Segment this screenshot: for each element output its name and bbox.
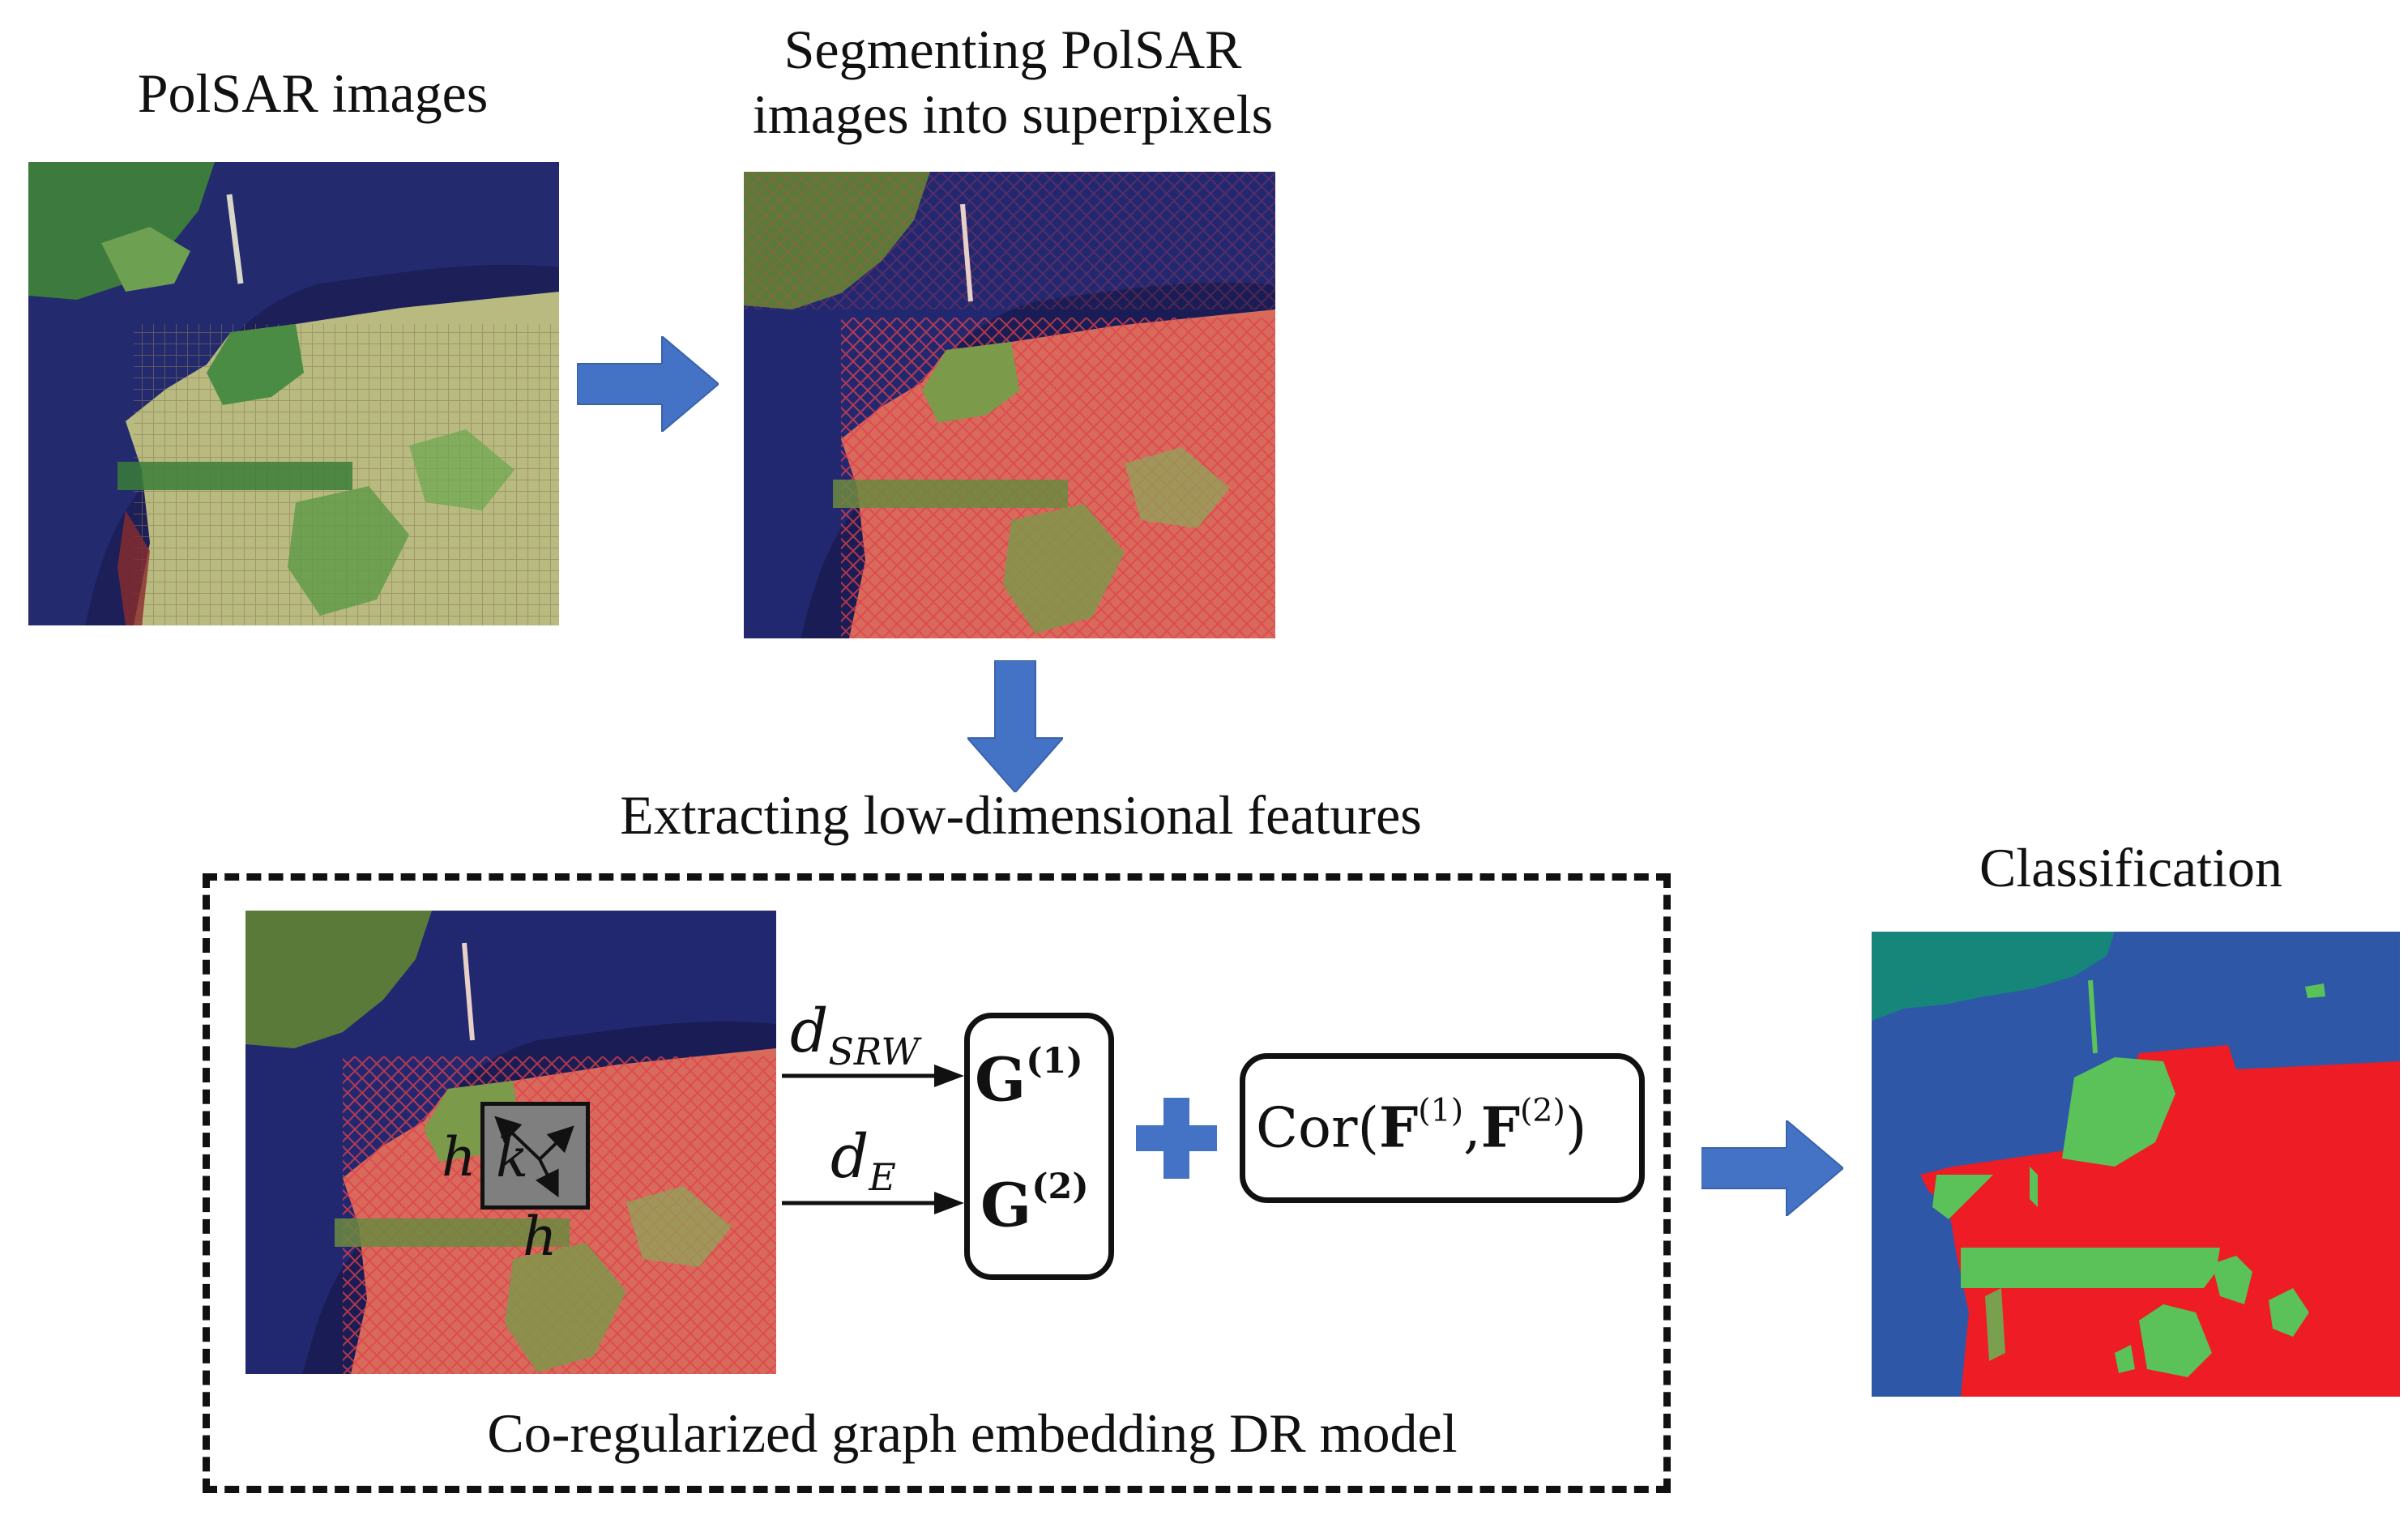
g1-base: G xyxy=(975,1045,1027,1116)
cor-prefix: Cor( xyxy=(1256,1096,1380,1161)
correlation-box xyxy=(1240,1053,1645,1203)
segmenting-label-line2: images into superpixels xyxy=(752,83,1274,145)
f2-sup: (2) xyxy=(1520,1092,1565,1129)
d-e-base: d xyxy=(830,1122,869,1192)
d-e-label: dE xyxy=(830,1122,896,1199)
g2-sup: (2) xyxy=(1031,1167,1089,1207)
arrow-d-srw xyxy=(782,1065,964,1087)
arrow-down xyxy=(967,660,1063,792)
g1-sup: (1) xyxy=(1026,1041,1083,1082)
comma: , xyxy=(1463,1096,1481,1161)
polsar-image xyxy=(28,162,559,625)
arrow-d-e xyxy=(782,1192,964,1214)
plus-icon xyxy=(1136,1098,1217,1179)
d-srw-label: dSRW xyxy=(790,996,920,1073)
dr-model-box xyxy=(203,873,1671,1493)
polsar-images-label: PolSAR images xyxy=(137,62,489,124)
sliding-window: k xyxy=(480,1102,590,1210)
segmenting-label: Segmenting PolSAR images into superpixel… xyxy=(681,18,1345,147)
g2-base: G xyxy=(980,1171,1032,1241)
dr-model-label: Co-regularized graph embedding DR model xyxy=(487,1402,1458,1464)
d-srw-sub: SRW xyxy=(828,1030,920,1074)
arrow-right-1 xyxy=(577,336,719,432)
graph-g2: G(2) xyxy=(980,1167,1089,1240)
correlation-term: Cor(F(1),F(2)) xyxy=(1256,1092,1586,1161)
f1-sup: (1) xyxy=(1418,1092,1464,1129)
classification-label: Classification xyxy=(1979,837,2282,898)
f2-base: F xyxy=(1480,1095,1521,1161)
d-srw-base: d xyxy=(790,996,829,1066)
window-h-left-label: h xyxy=(442,1126,476,1188)
graph-g1: G(1) xyxy=(975,1041,1083,1115)
window-k-label: k xyxy=(496,1127,528,1189)
d-e-sub: E xyxy=(869,1155,896,1200)
graphs-box xyxy=(964,1013,1114,1280)
window-arrows-icon xyxy=(494,1116,574,1198)
extracting-label: Extracting low-dimensional features xyxy=(620,784,1422,846)
cor-suffix: ) xyxy=(1565,1096,1587,1161)
classification-map xyxy=(1872,932,2400,1397)
arrow-right-2 xyxy=(1701,1120,1843,1216)
segmenting-label-line1: Segmenting PolSAR xyxy=(783,19,1242,80)
f1-base: F xyxy=(1379,1095,1419,1161)
window-h-bottom-label: h xyxy=(523,1205,557,1268)
superpixel-image xyxy=(744,172,1275,638)
